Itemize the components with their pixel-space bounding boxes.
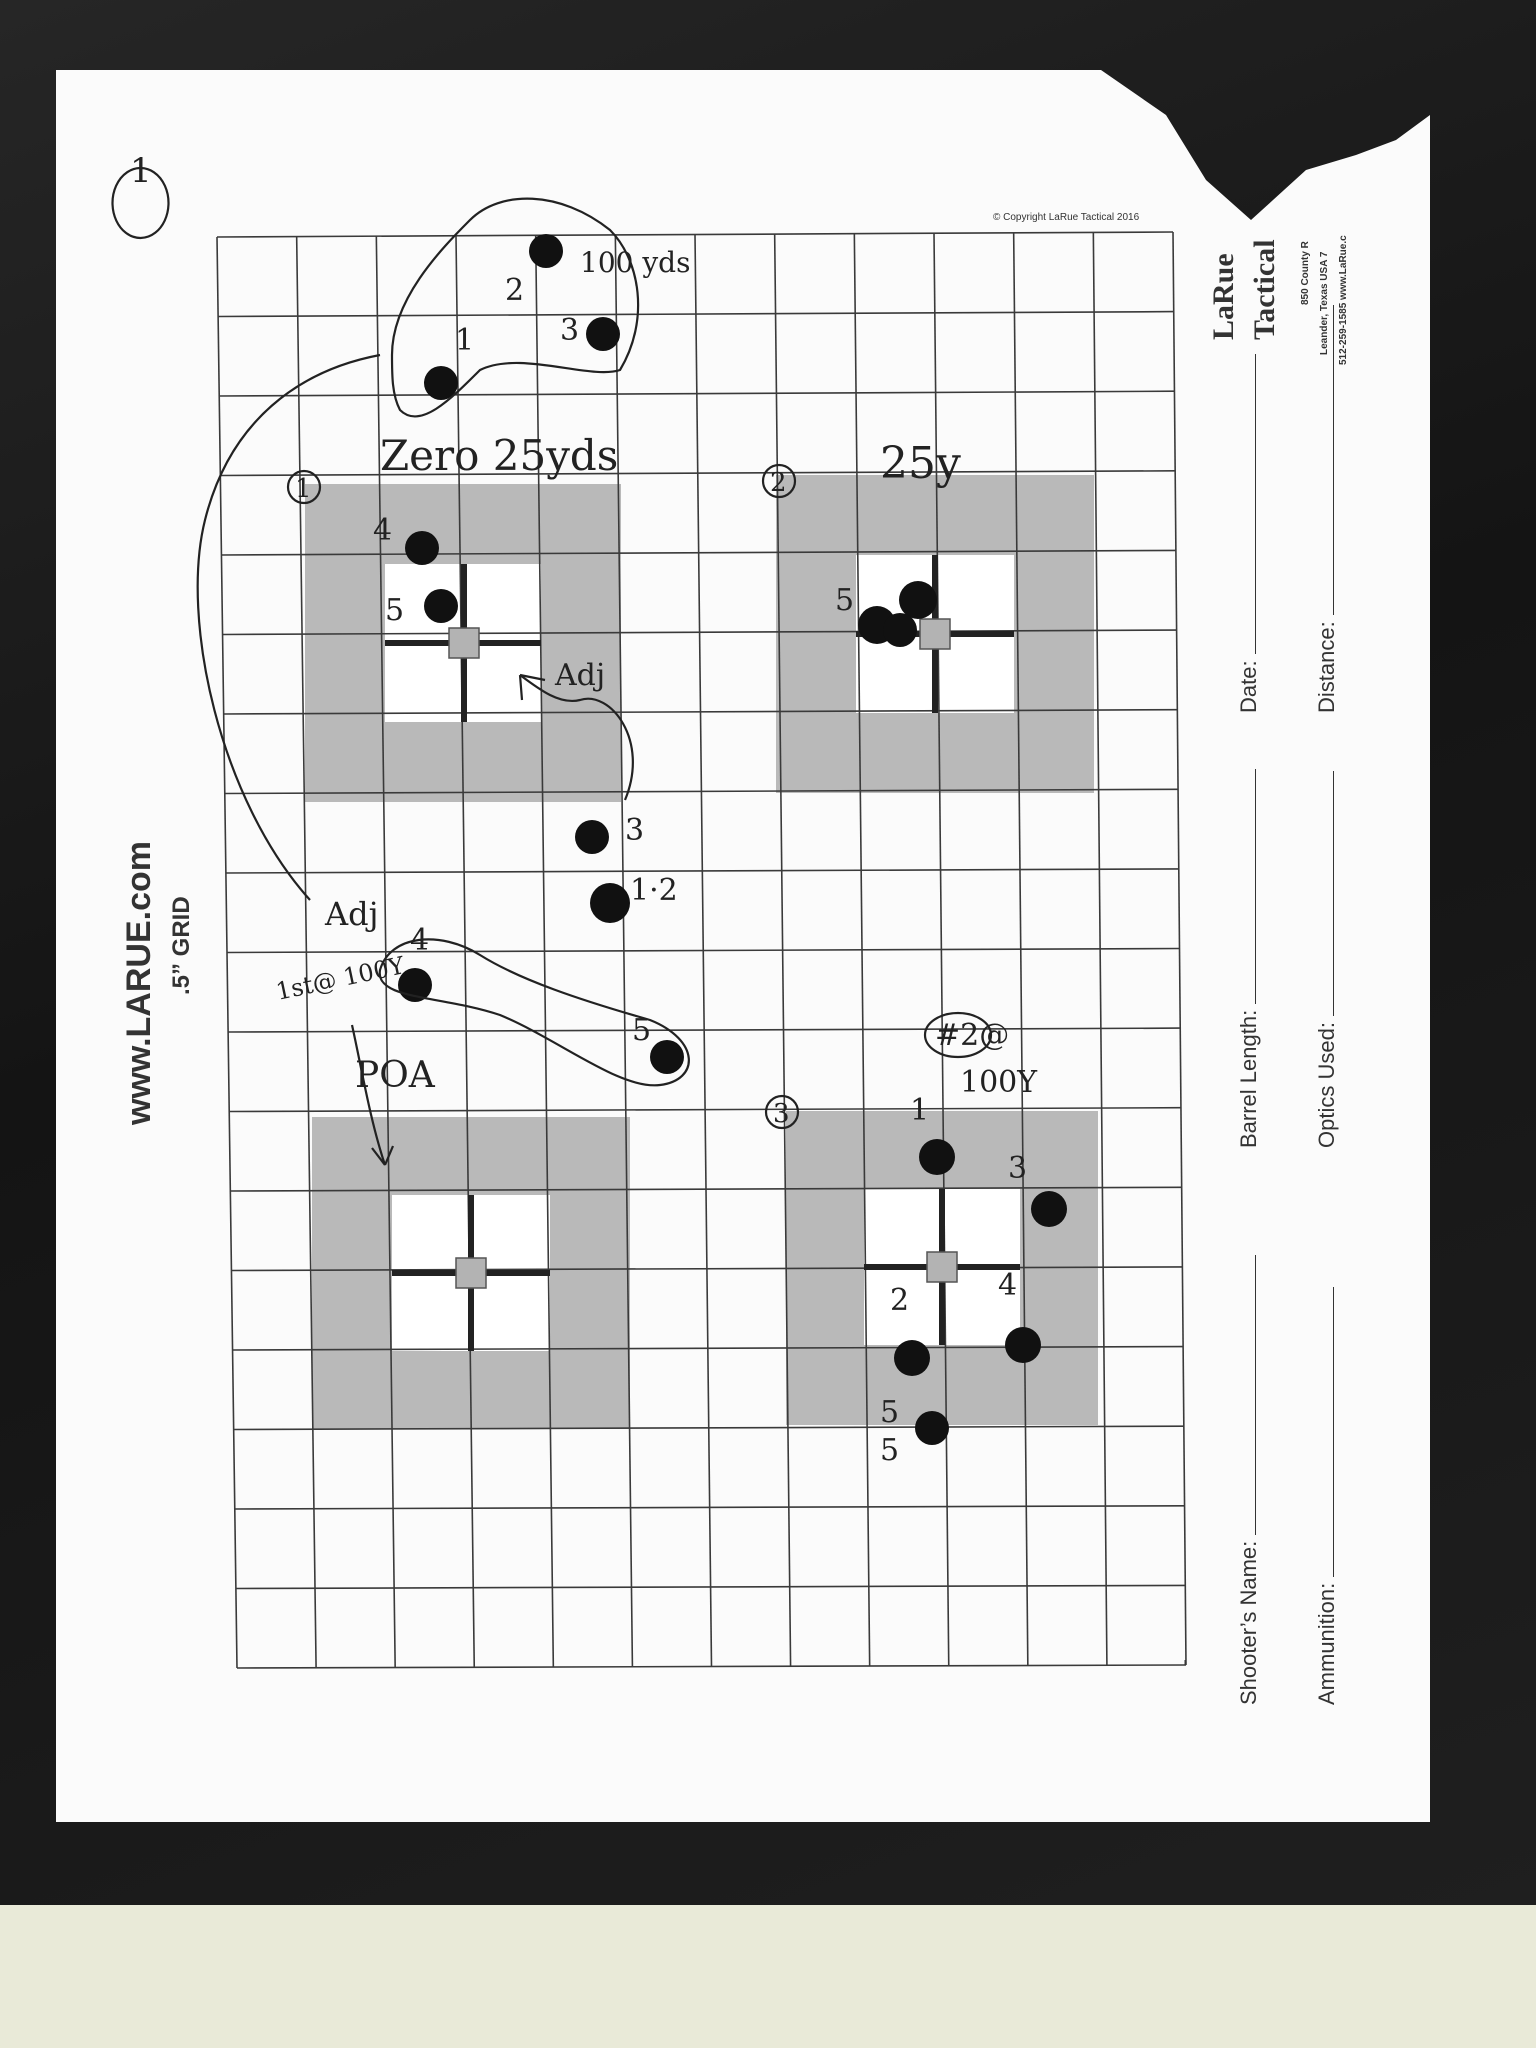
aim-point-poa xyxy=(455,1257,487,1289)
pen-annotations xyxy=(111,166,993,1166)
hole-t2-group-b xyxy=(899,581,937,619)
arrow-to-adj xyxy=(196,353,381,901)
hole-adj-3 xyxy=(575,820,609,854)
hole-100yd-2 xyxy=(529,234,563,268)
arrow-to-poa xyxy=(350,1024,387,1166)
shot-label: 2 xyxy=(890,1283,909,1318)
field-shooters-name: Shooter’s Name: xyxy=(1236,1254,1262,1705)
shot-label: 3 xyxy=(560,313,579,348)
address-line1: 850 County R xyxy=(1300,241,1311,305)
shot-label: 4 xyxy=(410,923,429,958)
note-zero-25yds: Zero 25yds xyxy=(380,431,618,480)
arrow-head-poa xyxy=(371,1145,395,1166)
half-inch-grid xyxy=(216,231,1187,1669)
shot-label: 2 xyxy=(505,273,524,308)
note-adj-upper: Adj xyxy=(554,658,605,693)
sheet-number: 1 xyxy=(130,151,152,191)
floor xyxy=(0,1905,1536,2048)
hole-poa-5 xyxy=(650,1040,684,1074)
loop-around-poa-group xyxy=(378,938,690,1087)
shot-label: 3 xyxy=(1008,1151,1027,1186)
note-poa: POA xyxy=(355,1055,436,1096)
center-aim-points xyxy=(448,618,958,1289)
brand-line2: Tactical xyxy=(1248,239,1281,340)
hole-t3-5 xyxy=(915,1411,949,1445)
field-distance: Distance: xyxy=(1314,305,1340,713)
field-barrel-length: Barrel Length: xyxy=(1236,768,1262,1148)
copyright: © Copyright LaRue Tactical 2016 xyxy=(993,212,1140,223)
hole-t3-4 xyxy=(1005,1327,1041,1363)
shot-label: 5 xyxy=(385,593,404,628)
shot-label: 5 xyxy=(835,583,854,618)
loop-around-100yd-group xyxy=(390,197,640,418)
note-100yds: 100 yds xyxy=(580,246,690,279)
target-sheet xyxy=(56,70,1430,1822)
aim-point-2 xyxy=(919,618,951,650)
note-100y: 100Y xyxy=(960,1065,1038,1100)
shot-label: 5 xyxy=(880,1433,899,1468)
circle-target1-label xyxy=(286,469,322,505)
hole-100yd-3 xyxy=(586,317,620,351)
field-date: Date: xyxy=(1236,354,1262,713)
hole-t3-2 xyxy=(894,1340,930,1376)
arrow-adj-up xyxy=(519,674,634,801)
note-first-100y: 1st@ 100Y xyxy=(273,951,408,1006)
hole-t2-group-c xyxy=(883,613,917,647)
note-adj-lower: Adj xyxy=(324,895,379,933)
shot-label: 5 xyxy=(880,1395,899,1430)
shot-label: 5 xyxy=(632,1013,651,1048)
hole-t1-5 xyxy=(424,589,458,623)
aim-point-1 xyxy=(448,627,480,659)
circle-hash2 xyxy=(923,1011,993,1059)
circle-target3-label xyxy=(764,1094,800,1130)
field-ammunition: Ammunition: xyxy=(1314,1286,1340,1705)
circle-target2-label xyxy=(761,463,797,499)
shot-label: 3 xyxy=(625,813,644,848)
target2-25y: 25y xyxy=(880,438,961,489)
brand-line1: LaRue xyxy=(1207,253,1240,340)
hole-adj-1-2 xyxy=(590,883,630,923)
aim-point-3 xyxy=(926,1251,958,1283)
grid-size-label: .5” GRID xyxy=(168,896,195,995)
site-url: www.LARUE.com xyxy=(120,841,158,1125)
hole-t3-3 xyxy=(1031,1191,1067,1227)
field-optics-used: Optics Used: xyxy=(1314,770,1340,1148)
handwritten-notes: 1 100 yds Zero 25yds 1 2 25y 3 Adj Adj 1… xyxy=(130,151,1038,1129)
circle-around-sheet-number xyxy=(111,166,170,240)
hole-t1-4 xyxy=(405,531,439,565)
target1-label: 1 xyxy=(295,474,312,504)
shot-label: 4 xyxy=(998,1268,1017,1303)
bullet-holes xyxy=(398,234,1067,1445)
shot-label: 1·2 xyxy=(630,873,678,908)
target3-label: 3 xyxy=(773,1099,790,1129)
shot-label: 4 xyxy=(373,513,392,548)
target2-label: 2 xyxy=(770,468,787,498)
shot-label: 1 xyxy=(455,323,474,358)
hole-t3-1 xyxy=(919,1139,955,1175)
arrow-head-adj xyxy=(518,673,546,701)
note-hash2: #2@ xyxy=(935,1018,1009,1053)
hole-100yd-1 xyxy=(424,366,458,400)
shot-label: 1 xyxy=(910,1093,929,1128)
